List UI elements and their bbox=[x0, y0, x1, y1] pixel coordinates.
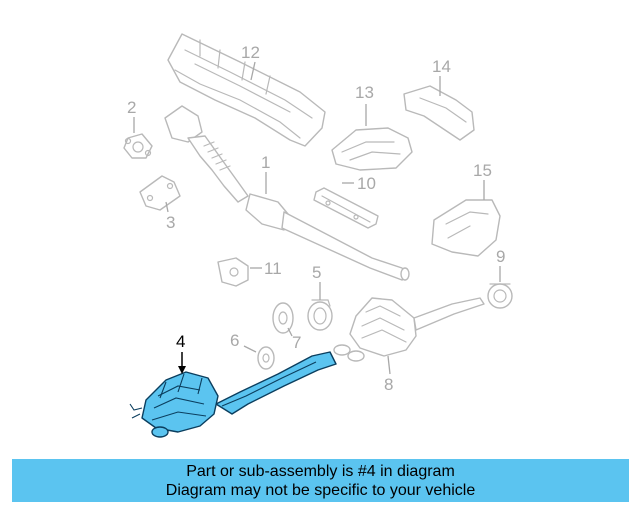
exhaust-parts-diagram: 12 2 1 3 13 14 bbox=[123, 33, 513, 438]
part-6-rubber-mount bbox=[257, 346, 275, 370]
banner-line-2: Diagram may not be specific to your vehi… bbox=[165, 481, 476, 499]
banner-line-1: Part or sub-assembly is #4 in diagram bbox=[186, 462, 455, 480]
callout-6: 6 bbox=[230, 331, 239, 350]
callout-3: 3 bbox=[166, 213, 175, 232]
part-13-heat-shield bbox=[331, 127, 413, 171]
callout-5: 5 bbox=[312, 263, 321, 282]
callout-15: 15 bbox=[473, 161, 492, 180]
callout-8: 8 bbox=[384, 375, 393, 394]
leader-6 bbox=[243, 345, 257, 353]
part-15-bracket bbox=[431, 199, 501, 257]
part-8-rear-muffler bbox=[333, 297, 485, 362]
leader-4-arrowhead bbox=[178, 366, 186, 374]
leader-3 bbox=[165, 201, 169, 213]
callout-2: 2 bbox=[127, 98, 136, 117]
part-5-clamp bbox=[307, 299, 333, 331]
callout-11: 11 bbox=[264, 259, 282, 278]
callout-9: 9 bbox=[496, 247, 505, 266]
part-1-front-pipe bbox=[164, 105, 410, 281]
part-10-bracket bbox=[313, 187, 379, 229]
part-9-clamp bbox=[487, 283, 513, 309]
part-7-rubber-hanger bbox=[272, 302, 294, 334]
callout-12: 12 bbox=[241, 43, 260, 62]
callout-13: 13 bbox=[355, 83, 374, 102]
part-3-gasket bbox=[139, 175, 181, 211]
part-14-bracket bbox=[403, 85, 475, 141]
callout-10: 10 bbox=[357, 174, 376, 193]
info-banner: Part or sub-assembly is #4 in diagram Di… bbox=[12, 459, 629, 502]
part-2-gasket bbox=[123, 133, 153, 159]
leader-8 bbox=[387, 355, 391, 375]
leader-12 bbox=[250, 61, 256, 81]
callout-14: 14 bbox=[432, 57, 451, 76]
callout-1: 1 bbox=[261, 153, 270, 172]
part-12-heat-shield bbox=[167, 33, 326, 147]
part-11-hanger bbox=[217, 257, 249, 287]
leader-7 bbox=[287, 327, 293, 337]
callout-4: 4 bbox=[176, 332, 185, 351]
part-4-intermediate-pipe-muffler bbox=[129, 351, 337, 438]
callout-7: 7 bbox=[292, 333, 301, 352]
